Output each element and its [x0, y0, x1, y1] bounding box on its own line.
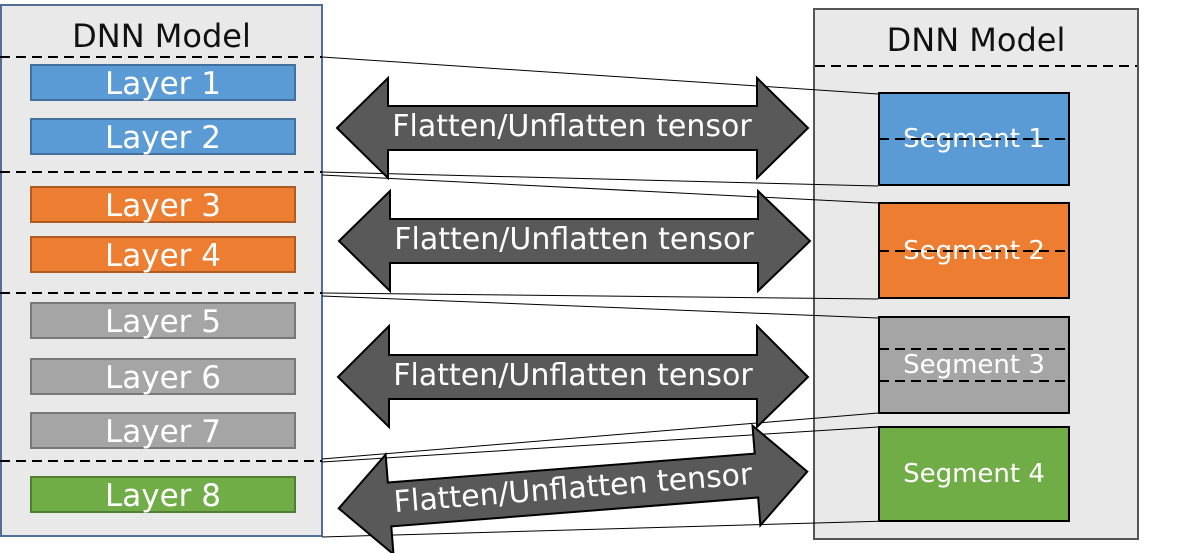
layer-7: Layer 7 [30, 412, 296, 450]
segment-1: Segment 1 [878, 92, 1070, 186]
layer-1: Layer 1 [30, 64, 296, 102]
layer-3: Layer 3 [30, 186, 296, 224]
arrow-2-label: Flatten/Unflatten tensor [394, 222, 754, 257]
connector-7 [321, 520, 889, 538]
layer-4: Layer 4 [30, 236, 296, 274]
connector-6 [321, 426, 879, 463]
connector-0 [321, 56, 879, 95]
connector-5 [321, 412, 879, 460]
segment-3: Segment 3 [878, 316, 1070, 414]
layer-5: Layer 5 [30, 302, 296, 340]
segment-3-label: Segment 3 [903, 350, 1045, 380]
segment-2-label: Segment 2 [903, 235, 1045, 266]
connector-1 [321, 171, 879, 187]
arrow-4-label: Flatten/Unflatten tensor [392, 456, 754, 521]
left-model-title: DNN Model [72, 17, 251, 55]
layer-8: Layer 8 [30, 476, 296, 514]
layer-2: Layer 2 [30, 118, 296, 156]
connector-4 [321, 295, 879, 319]
layer-6: Layer 6 [30, 358, 296, 396]
segment-1-label: Segment 1 [903, 124, 1045, 154]
segment-4: Segment 4 [878, 426, 1070, 522]
segment-2: Segment 2 [878, 202, 1070, 299]
segment-4-label: Segment 4 [903, 459, 1045, 489]
connector-2 [321, 174, 879, 204]
arrow-1-label: Flatten/Unflatten tensor [392, 109, 752, 144]
connector-3 [321, 292, 879, 300]
right-model-title: DNN Model [886, 21, 1066, 59]
arrow-3-label: Flatten/Unflatten tensor [393, 358, 753, 393]
